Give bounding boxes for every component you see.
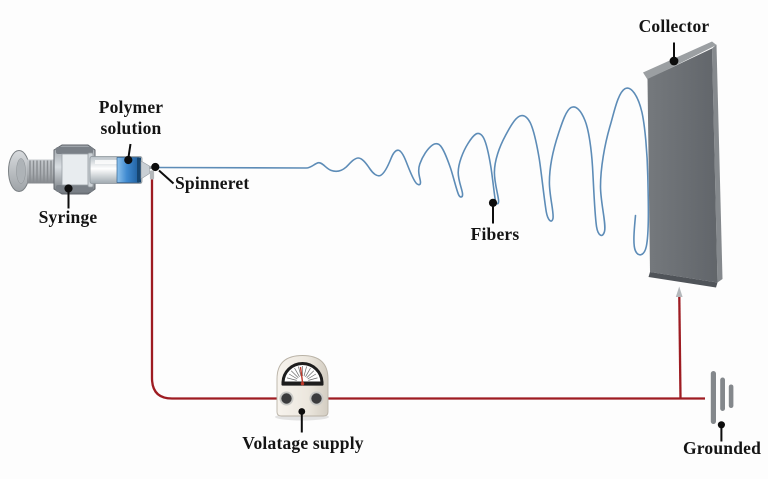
spinneret-label: Spinneret bbox=[175, 173, 250, 193]
collector-right-edge bbox=[712, 44, 723, 283]
collector-front-face bbox=[647, 48, 718, 283]
polymer-pointer-line bbox=[127, 143, 132, 157]
collector-bottom-bevel bbox=[648, 272, 718, 288]
pump-clamp-bottom-jaw bbox=[56, 185, 93, 192]
syringe-pump-icon bbox=[8, 144, 157, 195]
plunger-rod-ribs bbox=[29, 160, 56, 183]
ground-bar-medium bbox=[720, 377, 725, 411]
fibers-label: Fibers bbox=[470, 224, 520, 244]
fiber-jet-curve bbox=[156, 87, 650, 256]
pump-clamp-top-jaw bbox=[56, 147, 93, 154]
spinneret-pointer-line bbox=[158, 169, 175, 185]
voltage-supply-label: Volatage supply bbox=[242, 433, 364, 453]
spinneret-pointer-dot bbox=[151, 162, 160, 172]
collector-top-bevel bbox=[643, 41, 717, 80]
pump-clamp-window bbox=[61, 153, 90, 186]
meter-pivot bbox=[300, 381, 305, 386]
wire-collector-branch bbox=[678, 296, 682, 399]
grounded-pointer-dot bbox=[717, 421, 726, 429]
ground-bar-short bbox=[728, 384, 734, 408]
solution-seal-edge bbox=[137, 157, 141, 183]
polymer-solution-label: Polymer solution bbox=[98, 97, 164, 138]
polymer-pointer-dot bbox=[124, 155, 133, 165]
collector-pointer-dot bbox=[669, 56, 679, 66]
syringe-label: Syringe bbox=[38, 207, 98, 227]
collector-label: Collector bbox=[638, 16, 710, 36]
ground-bar-long bbox=[710, 371, 716, 424]
fibers-pointer-dot bbox=[488, 198, 498, 207]
meter-ticks bbox=[286, 366, 318, 381]
high-voltage-wire bbox=[149, 170, 705, 400]
syringe-pointer-dot bbox=[64, 184, 73, 193]
label-pointers bbox=[64, 42, 726, 442]
plunger-flange-hub bbox=[16, 158, 26, 184]
barrel-tip-cone bbox=[140, 160, 150, 180]
wire-main-run bbox=[150, 176, 705, 400]
analog-voltmeter-icon bbox=[275, 355, 329, 421]
supply-pointer-dot bbox=[298, 408, 306, 415]
grounded-label: Grounded bbox=[682, 438, 762, 458]
ground-symbol-icon bbox=[710, 371, 734, 424]
wire-collector-connector-icon bbox=[675, 286, 683, 297]
wire-spinneret-connector-icon bbox=[149, 170, 155, 180]
fiber-jet-path bbox=[156, 87, 650, 256]
meter-needle bbox=[299, 366, 304, 383]
left-terminal-knob bbox=[281, 393, 292, 404]
collector-plate-icon bbox=[643, 41, 723, 288]
right-terminal-knob bbox=[311, 393, 322, 404]
